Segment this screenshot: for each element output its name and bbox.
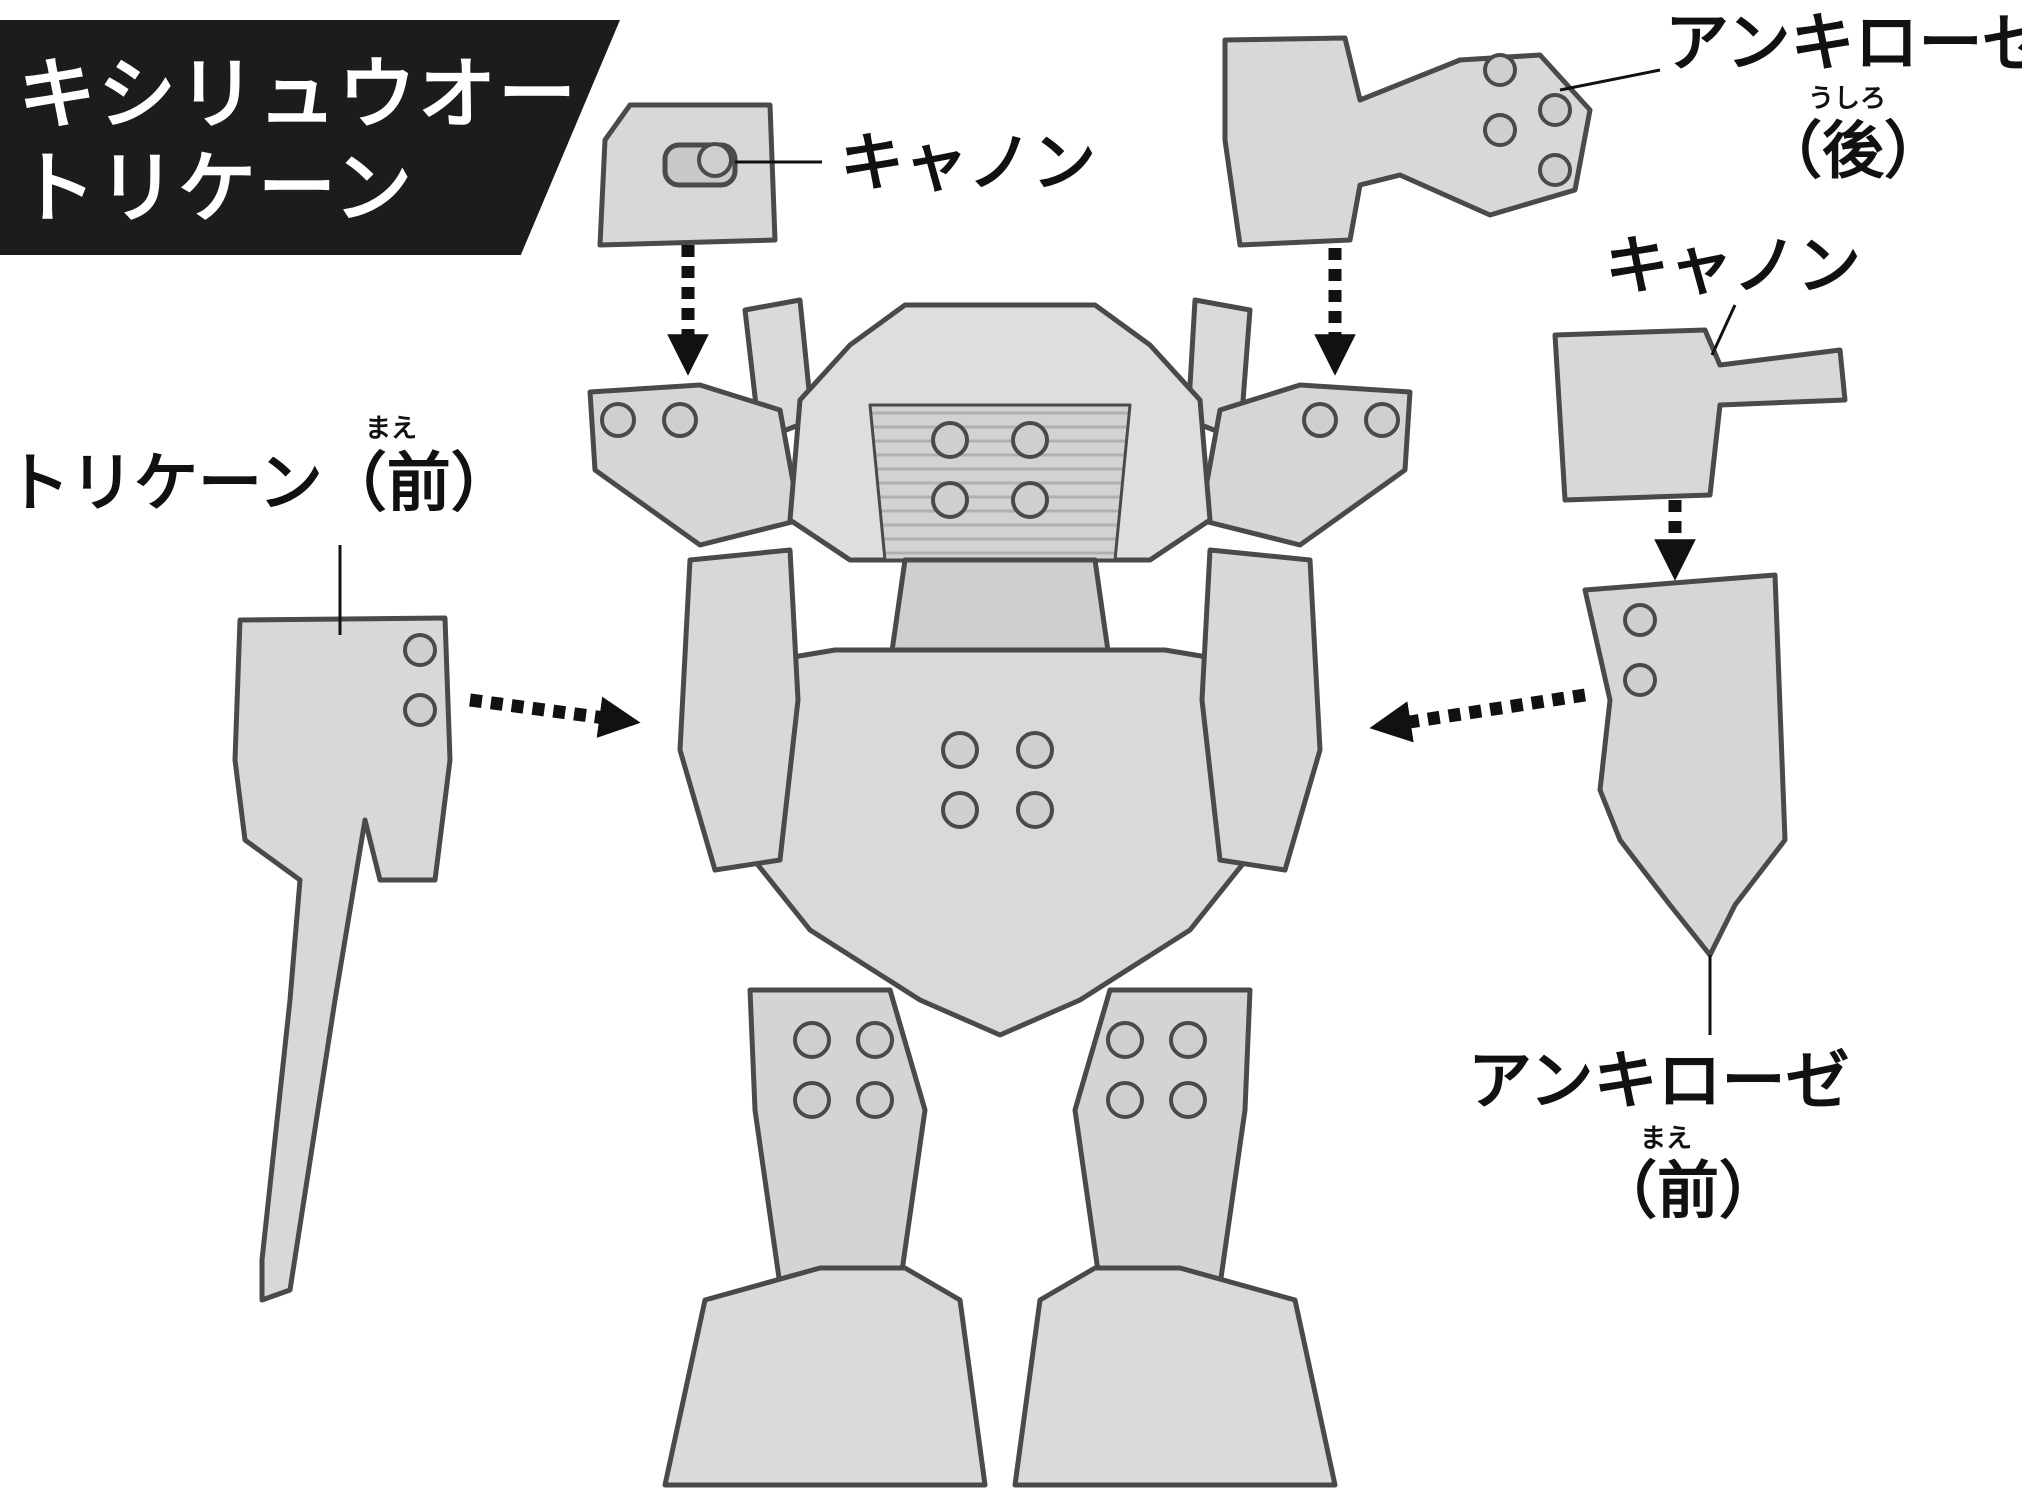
robot-hip [727,647,1273,1038]
robot-right-foot [1012,1265,1338,1488]
label-ankiloze-back-paren: （後） [1760,114,1947,187]
connector-pegs [403,53,1657,1119]
label-trikeen-front: トリケーン（前） [6,447,515,521]
ankiloze-back-part [1222,35,1593,248]
label-ankiloze-front: アンキローゼ [1468,1045,1850,1119]
trikeen-front-part [232,615,453,1303]
label-cannon-right: キャノン [1605,230,1861,304]
ruby-ankiloze-back: うしろ [1808,84,1887,114]
arrow-ankiloze-front [1369,688,1586,743]
title-banner: キシリュウオー トリケーン [0,20,620,255]
label-ankiloze-front-paren: （前） [1595,1154,1782,1227]
cannon-left-part [597,102,778,248]
title-line-2: トリケーン [18,144,415,234]
leader-lines [338,68,1737,1035]
arrow-trikeen-front [469,693,641,738]
label-cannon-left: キャノン [840,127,1096,201]
robot-left-foot [662,1265,988,1488]
title-line-1: キシリュウオー [18,50,579,140]
assembly-arrows [469,245,1696,743]
ankiloze-front-part [1582,572,1788,958]
ruby-ankiloze-front: まえ [1640,1124,1693,1154]
robot-chest-ribs [868,403,1132,562]
ruby-trikeen-front: まえ [365,414,418,444]
leader-cannon-right [1710,304,1737,356]
robot-body [587,297,1413,1488]
leader-ankiloze-back [1559,68,1661,92]
robot-left-arm [677,547,801,873]
cannon-right-part [1552,327,1848,503]
robot-right-arm [1199,547,1323,873]
label-ankiloze-back: アンキローゼ [1665,7,2022,81]
robot-right-shoulder [1197,382,1413,548]
